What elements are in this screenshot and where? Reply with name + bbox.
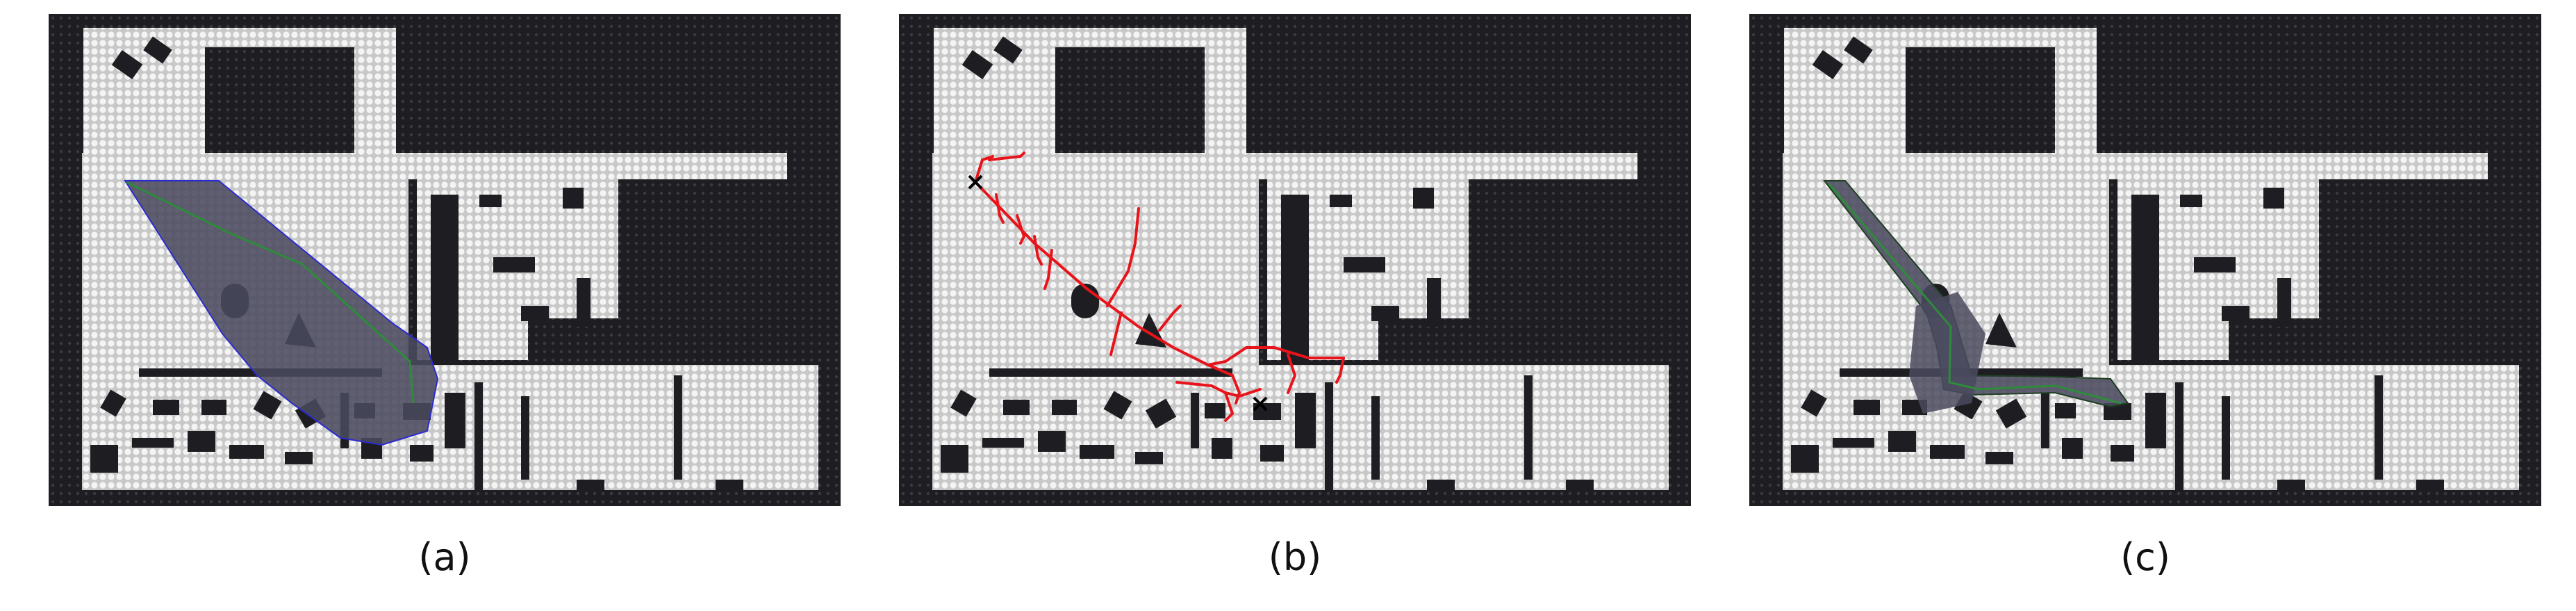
goal-marker	[1253, 396, 1268, 412]
caption-b: (b)	[1268, 535, 1322, 579]
path-line	[1828, 184, 2122, 405]
map-b	[899, 14, 1691, 506]
panel-b	[899, 14, 1691, 506]
obstacle-region	[1909, 292, 1985, 414]
path-line	[126, 181, 415, 404]
map-c	[1749, 14, 2541, 506]
panel-c	[1749, 14, 2541, 506]
visibility-region	[124, 180, 439, 446]
rrt-tree	[974, 152, 1345, 422]
start-marker	[968, 174, 983, 190]
panel-a	[49, 14, 841, 506]
caption-a: (a)	[418, 535, 471, 579]
map-a	[49, 14, 841, 506]
caption-c: (c)	[2120, 535, 2170, 579]
